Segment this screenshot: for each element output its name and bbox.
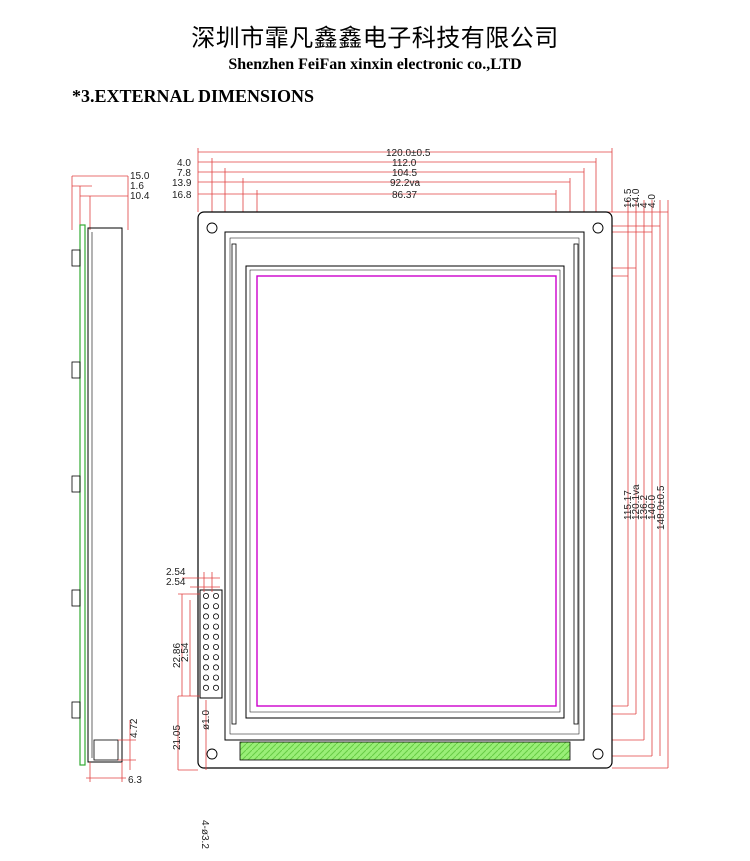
pin-hole xyxy=(202,633,209,640)
side-dimension-lines xyxy=(71,175,129,230)
dim-right-16-5: 16.5 xyxy=(623,188,634,208)
dim-side-15: 15.0 xyxy=(130,171,150,182)
dim-off-13-9: 13.9 xyxy=(172,178,192,189)
dim-width-va: 92.2va xyxy=(390,178,420,189)
company-name-chinese: 深圳市霏凡鑫鑫电子科技有限公司 xyxy=(191,24,559,52)
side-pcb xyxy=(79,224,86,766)
pin-hole xyxy=(212,684,219,691)
dim-side-4-72: 4.72 xyxy=(129,718,140,738)
dim-pin-bottom: 21.05 xyxy=(172,725,183,750)
pin-hole xyxy=(212,633,219,640)
pin-hole xyxy=(212,623,219,630)
dim-off-4: 4.0 xyxy=(177,158,191,169)
dim-pin-hole: ø1.0 xyxy=(201,710,212,730)
dim-side-1-6: 1.6 xyxy=(130,181,144,192)
dim-side-10-4: 10.4 xyxy=(130,191,150,202)
company-name-english: Shenzhen FeiFan xinxin electronic co.,LT… xyxy=(228,56,522,73)
front-view: 120.0±0.5 112.0 104.5 92.2va 86.37 4.0 7… xyxy=(166,148,669,849)
dim-pin-span: 22.86 xyxy=(172,643,183,668)
pin-hole xyxy=(202,674,209,681)
pin-hole xyxy=(212,603,219,610)
pin-hole xyxy=(202,623,209,630)
pin-hole xyxy=(202,684,209,691)
pin-header xyxy=(199,589,223,699)
dim-width-total: 120.0±0.5 xyxy=(386,148,431,159)
side-tabs xyxy=(71,249,81,719)
pcb-outline xyxy=(197,211,613,769)
pin-hole xyxy=(202,613,209,620)
pin-hole xyxy=(202,644,209,651)
dim-pitch-v: 2.54 xyxy=(180,642,191,662)
pin-hole xyxy=(202,664,209,671)
dim-side-6-3: 6.3 xyxy=(128,775,142,786)
dim-va-height: 120.1va xyxy=(631,484,642,520)
pin-hole xyxy=(202,654,209,661)
pin-hole xyxy=(202,593,209,600)
dim-right-4a: 4 xyxy=(639,202,650,208)
dim-right-4b: 4.0 xyxy=(647,194,658,208)
dim-off-16-8: 16.8 xyxy=(172,190,192,201)
dim-off-7-8: 7.8 xyxy=(177,168,191,179)
frame-slots xyxy=(231,243,579,725)
active-area xyxy=(256,275,557,707)
pin-hole xyxy=(212,613,219,620)
top-dimension-lines xyxy=(197,148,613,276)
pin-hole xyxy=(212,674,219,681)
dim-height-total: 148.0±0.5 xyxy=(656,485,667,530)
dim-width-104: 104.5 xyxy=(392,168,417,179)
pin-hole xyxy=(202,603,209,610)
viewing-area xyxy=(245,265,565,719)
pin-hole xyxy=(212,654,219,661)
metal-frame xyxy=(224,231,585,741)
dim-height-136: 136.2 xyxy=(639,495,650,520)
dim-pitch-h1: 2.54 xyxy=(166,567,186,578)
dim-pitch-h2: 2.54 xyxy=(166,577,186,588)
mounting-holes xyxy=(206,222,604,760)
dim-width-112: 112.0 xyxy=(392,158,417,169)
dim-width-aa: 86.37 xyxy=(392,190,417,201)
dim-mount-hole: 4-ø3.2 xyxy=(199,820,210,849)
connector-strip xyxy=(239,741,571,761)
section-title: *3.EXTERNAL DIMENSIONS xyxy=(72,86,315,106)
dim-height-140: 140.0 xyxy=(647,495,658,520)
pin-hole xyxy=(212,644,219,651)
pin-dimension-lines xyxy=(177,572,220,771)
side-view: 15.0 1.6 10.4 4.72 6.3 xyxy=(71,171,150,786)
dim-aa-height: 115.17 xyxy=(623,490,634,520)
pin-hole xyxy=(212,664,219,671)
side-module-body xyxy=(87,227,123,763)
dim-right-14: 14.0 xyxy=(631,188,642,208)
pin-hole xyxy=(212,593,219,600)
